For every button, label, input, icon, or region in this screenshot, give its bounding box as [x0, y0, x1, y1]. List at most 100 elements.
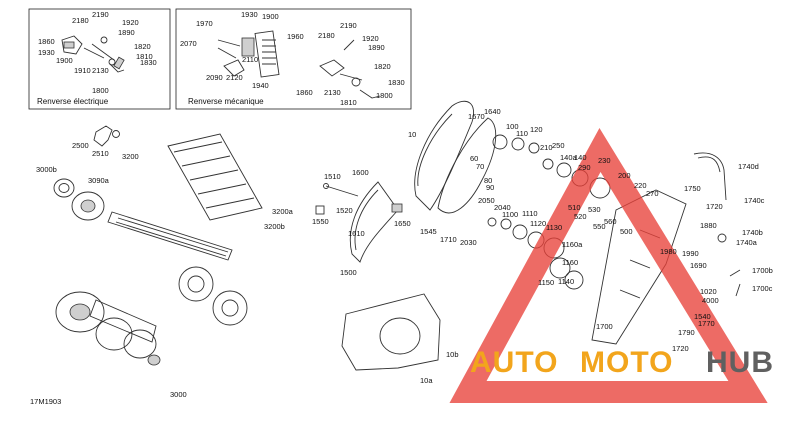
- callout-290: 290: [578, 163, 591, 172]
- callout-1930: 1930: [241, 10, 258, 19]
- inset-electric-caption: Renverse électrique: [37, 97, 109, 106]
- callout-2070: 2070: [180, 39, 197, 48]
- callout-70: 70: [476, 162, 484, 171]
- callout-1790: 1790: [678, 328, 695, 337]
- callout-1960: 1960: [287, 32, 304, 41]
- callout-10a: 10a: [420, 376, 433, 385]
- callout-1160: 1160: [562, 258, 578, 267]
- callout-140a: 140a: [560, 153, 578, 162]
- callout-2090: 2090: [206, 73, 223, 82]
- callout-80: 80: [484, 176, 492, 185]
- callout-1545: 1545: [420, 227, 437, 236]
- callout-2110: 2110: [242, 55, 258, 64]
- callout-90: 90: [486, 183, 494, 192]
- callout-1900: 1900: [56, 56, 73, 65]
- callout-1810: 1810: [340, 98, 357, 107]
- callout-1600: 1600: [352, 168, 369, 177]
- callout-2130: 2130: [92, 66, 109, 75]
- inset-electric-labels: 2180219019201890186019301820181018301900…: [38, 10, 157, 95]
- callout-1990: 1990: [682, 249, 699, 258]
- part-2500-2510: [93, 125, 120, 147]
- callout-2120: 2120: [226, 73, 243, 82]
- callout-1610: 1610: [348, 229, 365, 238]
- watermark-hub: HUB: [706, 346, 774, 379]
- track-clip-grid-3200: [167, 133, 263, 221]
- callout-1710: 1710: [440, 235, 457, 244]
- drive-axle-3000: [55, 291, 161, 366]
- callout-1930: 1930: [38, 48, 55, 57]
- callout-2190: 2190: [340, 21, 357, 30]
- callout-3000: 3000: [170, 390, 187, 399]
- callout-1860: 1860: [38, 37, 55, 46]
- callout-520: 520: [574, 212, 587, 221]
- drive-shaft-3200b: [107, 211, 233, 261]
- callout-1920: 1920: [122, 18, 139, 27]
- callout-3200: 3200: [122, 152, 139, 161]
- chain-1500: [315, 181, 403, 263]
- callout-550: 550: [593, 222, 606, 231]
- callout-10: 10: [408, 130, 416, 139]
- callout-1740a: 1740a: [736, 238, 758, 247]
- electric-reverse-parts: [61, 35, 125, 73]
- callout-1130: 1130: [546, 223, 562, 232]
- callout-1150: 1150: [538, 278, 554, 287]
- callout-1700b: 1700b: [752, 266, 773, 275]
- callout-2500: 2500: [72, 141, 89, 150]
- callout-1890: 1890: [118, 28, 135, 37]
- callout-200: 200: [618, 171, 631, 180]
- callout-2190: 2190: [92, 10, 109, 19]
- seal-3000b: [53, 178, 75, 198]
- callout-1800: 1800: [92, 86, 109, 95]
- callout-1830: 1830: [388, 78, 405, 87]
- callout-1740c: 1740c: [744, 196, 765, 205]
- callout-4000: 4000: [702, 296, 719, 305]
- callout-1880: 1880: [700, 221, 717, 230]
- callout-210: 210: [540, 143, 553, 152]
- callout-1640: 1640: [484, 107, 501, 116]
- callout-1740b: 1740b: [742, 228, 763, 237]
- gear-pair-1150: [549, 257, 584, 290]
- callout-1860: 1860: [296, 88, 313, 97]
- bearing-3090a: [71, 191, 105, 221]
- callout-1970: 1970: [196, 19, 213, 28]
- callout-2180: 2180: [72, 16, 89, 25]
- callout-60: 60: [470, 154, 478, 163]
- inset-mechanical-frame: [175, 8, 412, 110]
- shift-lever-1740: [693, 152, 741, 297]
- callout-1500: 1500: [340, 268, 357, 277]
- callout-1160a: 1160a: [562, 240, 583, 249]
- mechanical-reverse-parts: [217, 30, 381, 99]
- callout-230: 230: [598, 156, 611, 165]
- callout-1800: 1800: [376, 91, 393, 100]
- callout-1900: 1900: [262, 12, 279, 21]
- callout-2050: 2050: [478, 196, 495, 205]
- cover-10a: [341, 293, 441, 371]
- callout-1700: 1700: [596, 322, 613, 331]
- callout-2040: 2040: [494, 203, 511, 212]
- watermark-auto: AUTO: [470, 346, 558, 379]
- callout-1510: 1510: [324, 172, 341, 181]
- callout-1700c: 1700c: [752, 284, 773, 293]
- callout-3000b: 3000b: [36, 165, 57, 174]
- callout-1940: 1940: [252, 81, 269, 90]
- callout-530: 530: [588, 205, 601, 214]
- callout-1890: 1890: [368, 43, 385, 52]
- callout-110: 110: [516, 129, 528, 138]
- callout-1140: 1140: [558, 277, 574, 286]
- callout-1810: 1810: [136, 52, 153, 61]
- callout-270: 270: [646, 189, 659, 198]
- callout-1110: 1110: [522, 209, 538, 218]
- callout-120: 120: [530, 125, 543, 134]
- callout-1650: 1650: [394, 219, 411, 228]
- callout-1820: 1820: [134, 42, 151, 51]
- inset-electric-frame: [28, 8, 171, 110]
- callout-1020: 1020: [700, 287, 717, 296]
- callout-2030: 2030: [460, 238, 477, 247]
- callout-1770: 1770: [698, 319, 715, 328]
- callout-140: 140: [574, 153, 587, 162]
- callout-510: 510: [568, 203, 581, 212]
- callout-1100: 1100: [502, 210, 518, 219]
- watermark-moto: MOTO: [580, 346, 673, 379]
